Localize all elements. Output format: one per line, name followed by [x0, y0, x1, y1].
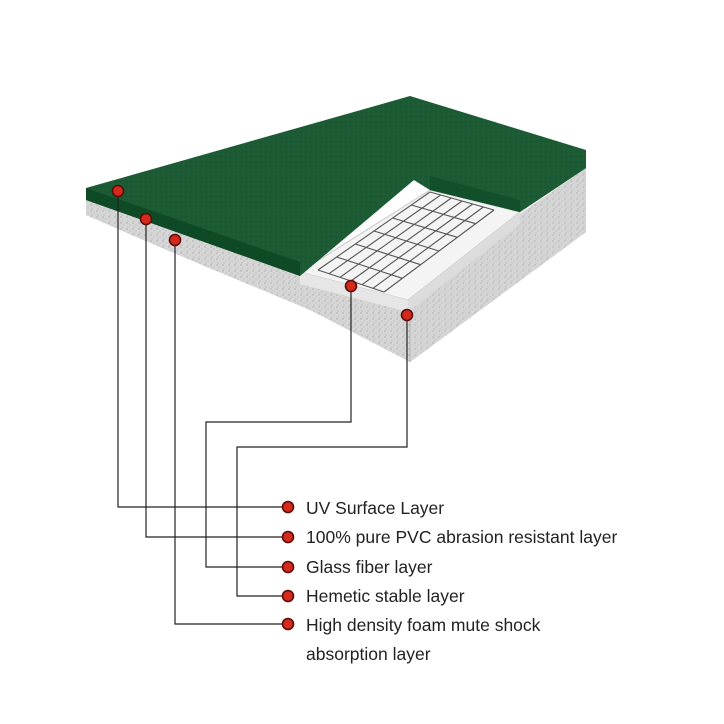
marker-dot-origin-foam-shock — [168, 233, 182, 247]
leader-line-uv-surface — [117, 191, 288, 508]
marker-dot-label-glass-fiber — [281, 560, 295, 574]
grid-line — [383, 209, 495, 293]
leader-line-foam-shock — [174, 240, 288, 625]
glass-fiber-block — [298, 189, 522, 312]
marker-dot-origin-uv-surface — [111, 184, 125, 198]
leader-line-pvc-abrasion — [145, 219, 288, 538]
leader-line-hemetic-stable — [236, 315, 408, 597]
label-hemetic-stable: Hemetic stable layer — [306, 586, 465, 606]
label-uv-surface: UV Surface Layer — [306, 498, 445, 518]
foam-base — [86, 168, 586, 362]
marker-dot-label-uv-surface — [281, 500, 295, 514]
label-foam-shock: High density foam mute shock absorption … — [306, 615, 541, 664]
leader-lines — [117, 191, 408, 625]
marker-dot-origin-glass-fiber — [344, 279, 358, 293]
marker-dot-label-pvc-abrasion — [281, 530, 295, 544]
grid-line — [372, 206, 484, 289]
grid-line — [429, 191, 495, 211]
marker-dot-origin-hemetic-stable — [400, 308, 414, 322]
marker-dot-origin-pvc-abrasion — [139, 212, 153, 226]
markers — [111, 184, 414, 631]
label-glass-fiber: Glass fiber layer — [306, 557, 433, 577]
green-surface — [86, 96, 586, 276]
label-pvc-abrasion: 100% pure PVC abrasion resistant layer — [306, 527, 618, 547]
marker-dot-label-hemetic-stable — [281, 589, 295, 603]
glass-fiber-grid — [317, 191, 495, 293]
marker-dot-label-foam-shock — [281, 617, 295, 631]
leader-line-glass-fiber — [205, 286, 352, 568]
